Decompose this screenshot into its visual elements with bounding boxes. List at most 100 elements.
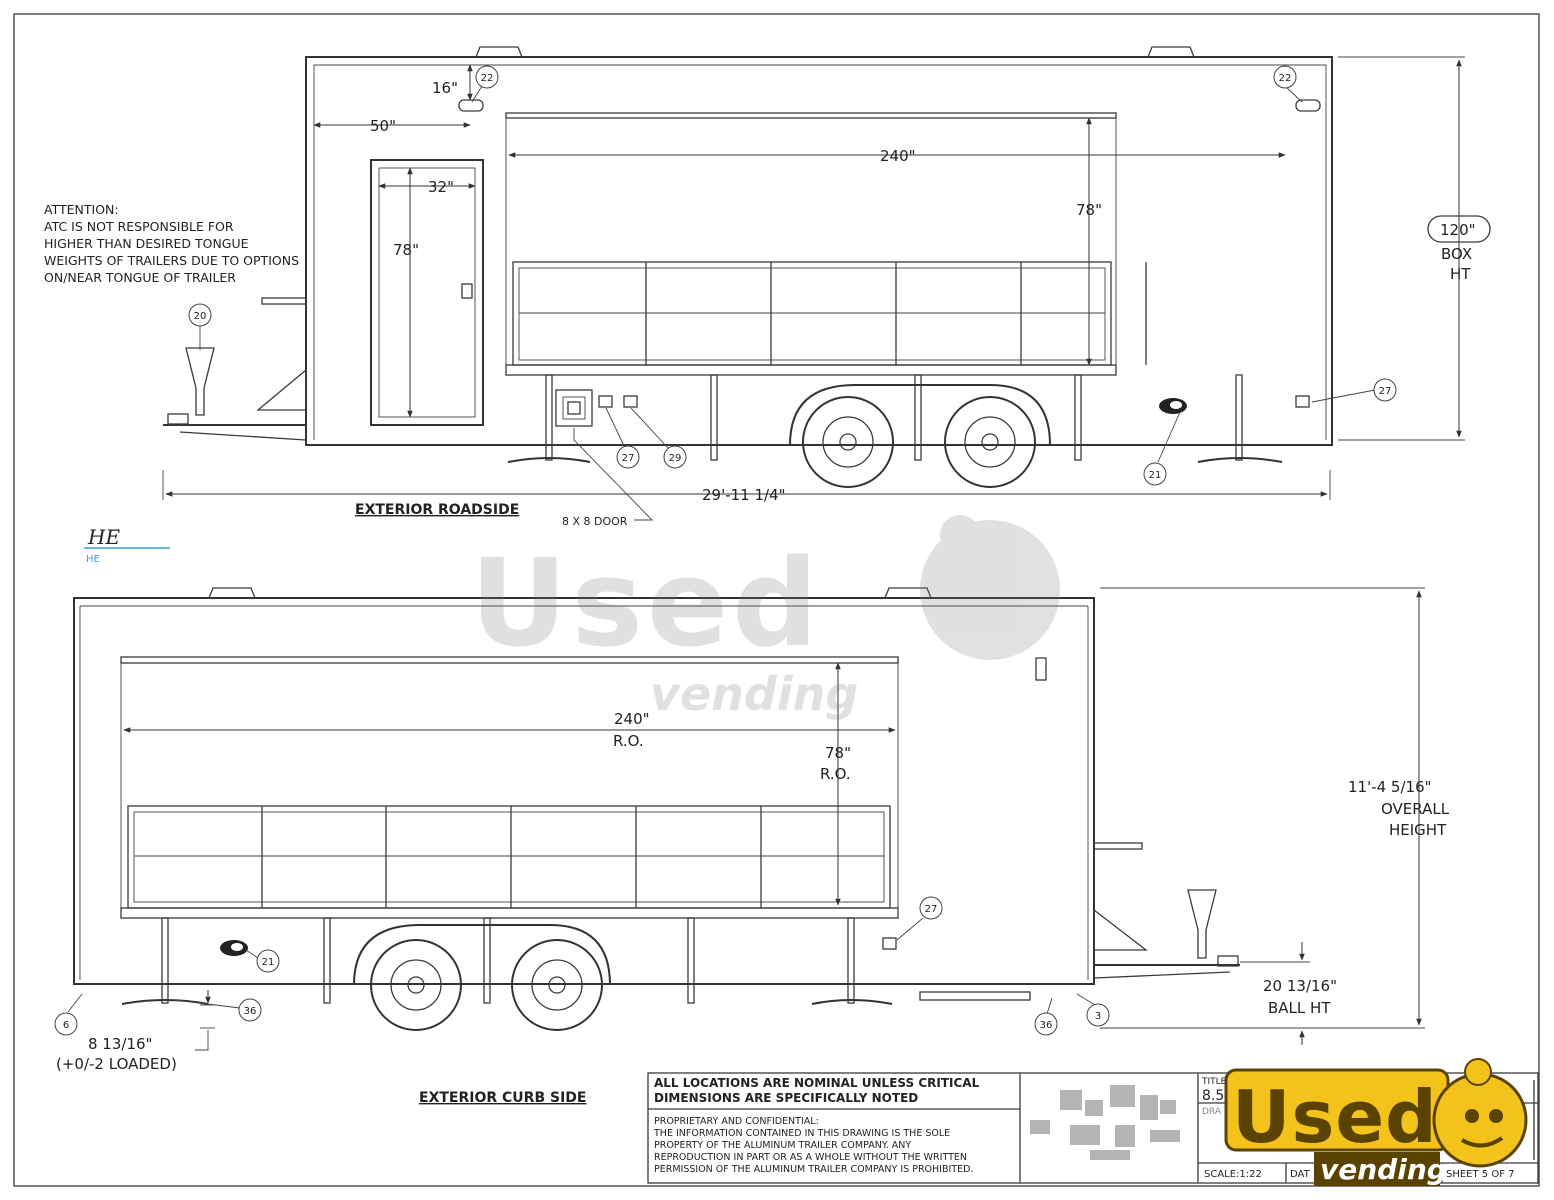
nominal-note-1: ALL LOCATIONS ARE NOMINAL UNLESS CRITICA…	[654, 1076, 980, 1090]
tandem-axle	[789, 384, 1051, 488]
title-value: 8.5	[1202, 1088, 1224, 1104]
window-header	[505, 112, 1117, 119]
roof-vent	[475, 46, 523, 58]
dim-box-ht-label-2: HT	[1450, 265, 1471, 283]
attention-note-line: ATTENTION:	[44, 202, 119, 217]
entry-door	[370, 159, 484, 426]
dim-ground-clearance-1: 8 13/16"	[88, 1035, 152, 1053]
callout-number: 29	[669, 453, 682, 464]
attention-note-line: WEIGHTS OF TRAILERS DUE TO OPTIONS	[44, 253, 299, 268]
dim-16: 16"	[432, 79, 458, 97]
signature-label: HE	[86, 554, 100, 565]
callout-27	[616, 445, 640, 469]
callout-6	[54, 1012, 78, 1036]
sheet-border	[13, 13, 1540, 1187]
date-label: DAT	[1290, 1169, 1311, 1180]
callout-number: 22	[1279, 73, 1292, 84]
dim-ro: R.O.	[613, 732, 644, 750]
trailer-body	[73, 597, 1095, 985]
callout-number: 3	[1095, 1011, 1101, 1022]
outlet-box	[623, 395, 638, 408]
dim-overall-height-1: 11'-4 5/16"	[1348, 778, 1432, 796]
proprietary-line: PROPRIETARY AND CONFIDENTIAL:	[654, 1116, 819, 1127]
watermark-vending: vending	[650, 667, 858, 721]
window-counter	[120, 907, 899, 919]
callout-20	[188, 303, 212, 327]
sheet-label: SHEET 5 OF 7	[1446, 1169, 1515, 1180]
callout-number: 27	[622, 453, 635, 464]
callout-27	[919, 896, 943, 920]
window-counter	[505, 364, 1117, 376]
callout-number: 21	[1149, 470, 1162, 481]
dim-ro: R.O.	[820, 765, 851, 783]
callout-number: 27	[1379, 386, 1392, 397]
callout-number: 6	[63, 1020, 69, 1031]
watermark-used: Used	[470, 535, 822, 674]
blurred-company-logo	[1030, 1085, 1180, 1160]
proprietary-line: REPRODUCTION IN PART OR AS A WHOLE WITHO…	[654, 1152, 967, 1163]
scale-label: SCALE:1:22	[1204, 1169, 1262, 1180]
box-ht-outline	[1427, 215, 1491, 243]
dim-240: 240"	[880, 147, 916, 165]
dim-240: 240"	[614, 710, 650, 728]
callout-21	[256, 949, 280, 973]
exhaust-vent	[1035, 657, 1047, 681]
callout-number: 21	[262, 957, 275, 968]
callout-22	[1273, 65, 1297, 89]
callout-36	[238, 998, 262, 1022]
attention-note-line: HIGHER THAN DESIRED TONGUE	[44, 236, 249, 251]
curbside-view	[54, 587, 1425, 1051]
callout-22	[475, 65, 499, 89]
dim-overall-height-2: OVERALL	[1381, 800, 1450, 818]
trailer-tongue	[1093, 842, 1240, 979]
dim-ball-height-1: 20 13/16"	[1263, 977, 1337, 995]
proprietary-line: PERMISSION OF THE ALUMINUM TRAILER COMPA…	[654, 1164, 973, 1175]
nominal-note-2: DIMENSIONS ARE SPECIFICALLY NOTED	[654, 1091, 918, 1105]
title-label: TITLE	[1201, 1077, 1227, 1087]
curbside-title: EXTERIOR CURB SIDE	[419, 1090, 586, 1106]
tandem-axle	[353, 924, 611, 1031]
callout-36	[1034, 1012, 1058, 1036]
attention-note-line: ON/NEAR TONGUE OF TRAILER	[44, 270, 236, 285]
signature-mark: HE	[87, 525, 120, 549]
callout-number: 22	[481, 73, 494, 84]
dim-window-height: 78"	[1076, 201, 1102, 219]
roadside-view	[162, 46, 1465, 521]
small-access-door	[555, 389, 593, 427]
dim-overall-length: 29'-11 1/4"	[702, 486, 786, 504]
label-8x8-door: 8 X 8 DOOR	[562, 515, 628, 528]
logo-used: Used	[1232, 1075, 1438, 1159]
outlet-box	[882, 937, 897, 950]
roof-vent	[1147, 46, 1195, 58]
marker-light	[458, 99, 484, 112]
callout-number: 36	[1040, 1020, 1053, 1031]
window-railing	[512, 261, 1147, 366]
dim-ground-clearance-2: (+0/-2 LOADED)	[56, 1055, 177, 1073]
trailer-body	[305, 56, 1333, 446]
marker-light	[1295, 99, 1321, 112]
outlet-box	[598, 395, 613, 408]
callout-number: 36	[244, 1006, 257, 1017]
callout-number: 27	[925, 904, 938, 915]
drawn-label: DRA	[1202, 1107, 1222, 1117]
window-header	[120, 656, 899, 664]
dim-door-height: 78"	[393, 241, 419, 259]
attention-note-line: ATC IS NOT RESPONSIBLE FOR	[44, 219, 234, 234]
step	[919, 991, 1031, 1001]
center-watermark	[920, 515, 1060, 660]
dim-window-height: 78"	[825, 744, 851, 762]
proprietary-line: THE INFORMATION CONTAINED IN THIS DRAWIN…	[653, 1128, 950, 1139]
outlet-box	[1295, 395, 1310, 408]
logo-vending: vending	[1320, 1153, 1447, 1186]
corner-logo	[1224, 1058, 1528, 1186]
dim-box-ht-label-1: BOX	[1441, 245, 1472, 263]
window-railing	[127, 805, 891, 909]
dim-50: 50"	[370, 117, 396, 135]
roof-vent	[208, 587, 256, 599]
callout-21	[1143, 462, 1167, 486]
dim-overall-height-3: HEIGHT	[1389, 821, 1447, 839]
callout-number: 20	[194, 311, 207, 322]
dim-32: 32"	[428, 178, 454, 196]
